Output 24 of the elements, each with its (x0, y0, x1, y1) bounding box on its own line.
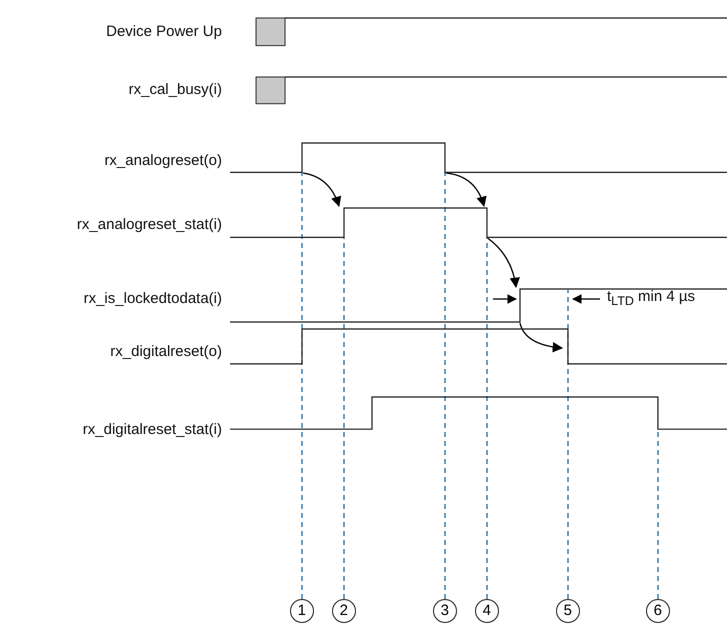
callout-number: 5 (556, 599, 580, 623)
leader-line (301, 172, 303, 599)
leader-line (486, 237, 488, 599)
callout-number: 3 (432, 599, 457, 623)
signal-name: Device Power Up (106, 22, 222, 41)
callout-number: 4 (474, 599, 499, 623)
callout-number: 6 (646, 599, 670, 623)
arrow (302, 172, 341, 207)
arrow (446, 172, 486, 207)
callout-number: 2 (332, 599, 356, 623)
leader-line (343, 237, 345, 599)
timing-note: t$_{LTD}$ min 4 µs (607, 288, 696, 310)
signal-name: rx_digitalreset_stat(i) (82, 420, 222, 439)
leader-line (444, 172, 446, 599)
signal-name: rx_digitalreset(o) (110, 342, 222, 361)
leader-line (567, 290, 569, 599)
callout-number: 1 (290, 599, 314, 623)
signal-name: rx_analogreset_stat(i) (76, 216, 222, 234)
signal-name: rx_cal_busy(i) (128, 80, 222, 99)
signal-name: rx_analogreset(o) (104, 152, 222, 170)
arrow (488, 238, 520, 288)
arrow (519, 322, 564, 352)
signal-name: rx_is_lockedtodata(i) (84, 290, 222, 308)
leader-line (657, 430, 659, 599)
